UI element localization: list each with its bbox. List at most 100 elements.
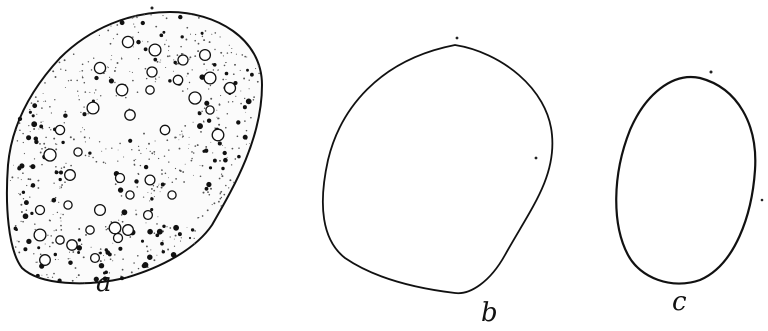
black-dot xyxy=(22,191,25,194)
black-dot xyxy=(221,167,224,170)
stipple-dot xyxy=(121,58,123,60)
black-dot xyxy=(159,33,163,37)
stipple-dot xyxy=(203,39,205,41)
specimen-a xyxy=(7,12,262,284)
stipple-dot xyxy=(76,80,78,82)
stipple-dot xyxy=(147,192,148,193)
stipple-dot xyxy=(101,151,102,152)
stipple-dot xyxy=(146,245,148,247)
stipple-dot xyxy=(146,78,147,79)
black-dot xyxy=(29,111,32,114)
stipple-dot xyxy=(179,148,181,150)
stipple-dot xyxy=(39,143,41,145)
stipple-dot xyxy=(217,70,218,71)
black-dot xyxy=(162,31,165,34)
stipple-dot xyxy=(235,96,236,97)
stipple-dot xyxy=(41,107,43,109)
stipple-dot xyxy=(41,148,43,150)
stipple-dot xyxy=(194,238,195,239)
stipple-dot xyxy=(44,82,46,84)
stipple-dot xyxy=(61,186,62,187)
stipple-dot xyxy=(183,181,185,183)
stipple-dot xyxy=(21,179,22,180)
stipple-dot xyxy=(179,139,180,140)
open-circle xyxy=(86,226,94,234)
stipple-dot xyxy=(166,226,167,227)
stipple-dot xyxy=(33,253,34,254)
stipple-dot xyxy=(231,164,232,165)
black-dot xyxy=(30,164,35,169)
stipple-dot xyxy=(105,148,106,149)
stipple-dot xyxy=(225,147,226,148)
open-circle xyxy=(114,234,123,243)
stipple-dot xyxy=(190,34,191,35)
stipple-dot xyxy=(244,120,246,122)
stipple-dot xyxy=(135,213,137,215)
stipple-dot xyxy=(45,101,46,102)
stipple-dot xyxy=(161,169,163,171)
label-a: a xyxy=(96,270,112,296)
stipple-dot xyxy=(134,26,135,27)
open-circle xyxy=(74,148,82,156)
stipple-dot xyxy=(78,228,80,230)
stipple-dot xyxy=(119,143,121,145)
stipple-dot xyxy=(138,32,139,33)
black-dot xyxy=(250,73,254,77)
stipple-dot xyxy=(82,63,84,65)
stipple-dot xyxy=(19,130,21,132)
stipple-dot xyxy=(244,56,246,58)
stipple-dot xyxy=(156,255,157,256)
stipple-dot xyxy=(231,52,232,53)
stipple-dot xyxy=(221,175,223,177)
stipple-dot xyxy=(106,229,107,230)
stipple-dot xyxy=(168,177,169,178)
stipple-dot xyxy=(60,225,62,227)
stipple-dot xyxy=(240,70,241,71)
stipple-dot xyxy=(203,121,204,122)
stipple-dot xyxy=(154,154,155,155)
stipple-dot xyxy=(187,73,189,75)
stipple-dot xyxy=(34,158,35,159)
black-dot xyxy=(178,15,182,19)
stipple-dot xyxy=(11,176,13,178)
stipple-dot xyxy=(76,277,77,278)
stipple-dot xyxy=(245,112,246,113)
stipple-dot xyxy=(209,194,211,196)
stipple-dot xyxy=(193,152,195,154)
black-dot xyxy=(51,198,56,203)
stipple-dot xyxy=(180,241,181,242)
stipple-dot xyxy=(200,131,202,133)
open-circle xyxy=(125,110,135,120)
stipple-dot xyxy=(194,55,196,57)
stipple-dot xyxy=(61,167,62,168)
stipple-dot xyxy=(138,149,140,151)
stipple-dot xyxy=(55,76,57,78)
stipple-dot xyxy=(157,216,158,217)
stipple-dot xyxy=(21,211,23,213)
stipple-dot xyxy=(41,275,42,276)
stipple-dot xyxy=(159,77,160,78)
stipple-dot xyxy=(103,255,104,256)
outline-b xyxy=(323,45,553,293)
stipple-dot xyxy=(249,80,250,81)
stipple-dot xyxy=(54,230,55,231)
open-circle xyxy=(206,106,214,114)
stipple-dot xyxy=(243,78,245,80)
stipple-dot xyxy=(122,221,124,223)
stipple-dot xyxy=(24,153,25,154)
stipple-dot xyxy=(53,273,55,275)
stipple-dot xyxy=(43,143,45,145)
stipple-dot xyxy=(35,229,36,230)
stipple-dot xyxy=(45,243,46,244)
stipple-dot xyxy=(240,91,241,92)
stipple-dot xyxy=(225,127,227,129)
stipple-dot xyxy=(153,190,155,192)
stipple-dot xyxy=(207,209,209,211)
black-dot xyxy=(59,178,62,181)
stipple-dot xyxy=(100,260,102,262)
black-dot xyxy=(147,229,153,235)
stipple-dot xyxy=(55,229,57,231)
stipple-dot xyxy=(137,173,138,174)
stipple-dot xyxy=(46,274,47,275)
